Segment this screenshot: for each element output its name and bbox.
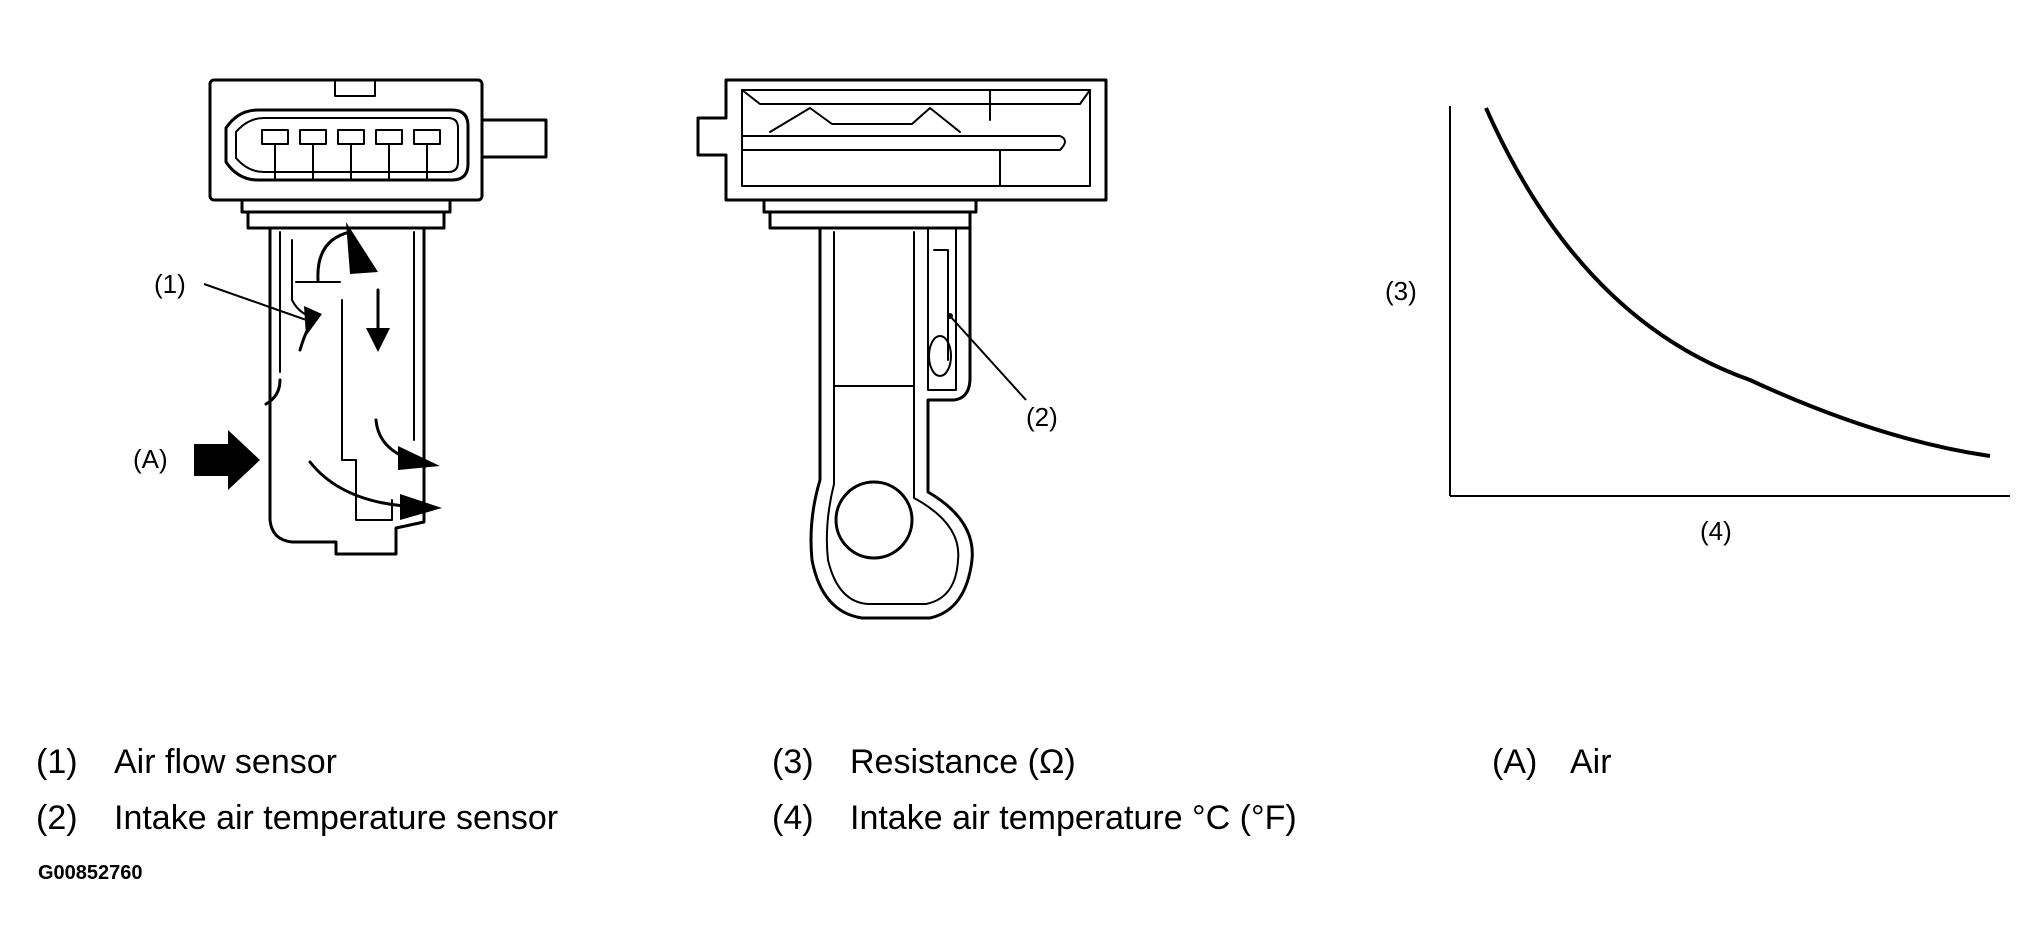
legend-item-2: (2) Intake air temperature sensor — [36, 798, 558, 838]
legend-item-a: (A) Air — [1492, 742, 1612, 782]
sensor-side-view — [208, 78, 548, 556]
callout-1: (1) — [154, 269, 186, 299]
legend-id: (2) — [36, 799, 78, 837]
leader-dot-2 — [947, 313, 953, 319]
legend-text: Intake air temperature °C (°F) — [850, 799, 1297, 837]
legend-text: Air flow sensor — [114, 743, 337, 781]
callout-2: (2) — [1026, 402, 1058, 432]
resistance-curve — [1484, 107, 1991, 458]
callout-a: (A) — [133, 444, 168, 474]
legend-text: Air — [1570, 743, 1612, 781]
sensor-front-view — [696, 78, 1108, 620]
resistance-graph — [1449, 106, 2010, 497]
flow-arrowheads — [304, 222, 442, 520]
legend-item-3: (3) Resistance (Ω) — [772, 742, 1076, 782]
legend-id: (3) — [772, 743, 814, 781]
callout-3: (3) — [1385, 276, 1417, 306]
leader-line-2 — [949, 315, 1027, 401]
legend-text: Intake air temperature sensor — [114, 799, 559, 837]
legend-text: Resistance (Ω) — [850, 743, 1076, 781]
air-inlet-arrow — [194, 430, 260, 490]
legend-id: (4) — [772, 799, 814, 837]
callout-4: (4) — [1700, 516, 1732, 546]
legend-item-1: (1) Air flow sensor — [36, 742, 337, 782]
legend-id: (1) — [36, 743, 78, 781]
figure-id: G00852760 — [38, 862, 143, 884]
legend-item-4: (4) Intake air temperature °C (°F) — [772, 798, 1297, 838]
leader-dot-1 — [309, 319, 315, 325]
legend-id: (A) — [1492, 743, 1538, 781]
leader-line-1 — [203, 283, 313, 323]
